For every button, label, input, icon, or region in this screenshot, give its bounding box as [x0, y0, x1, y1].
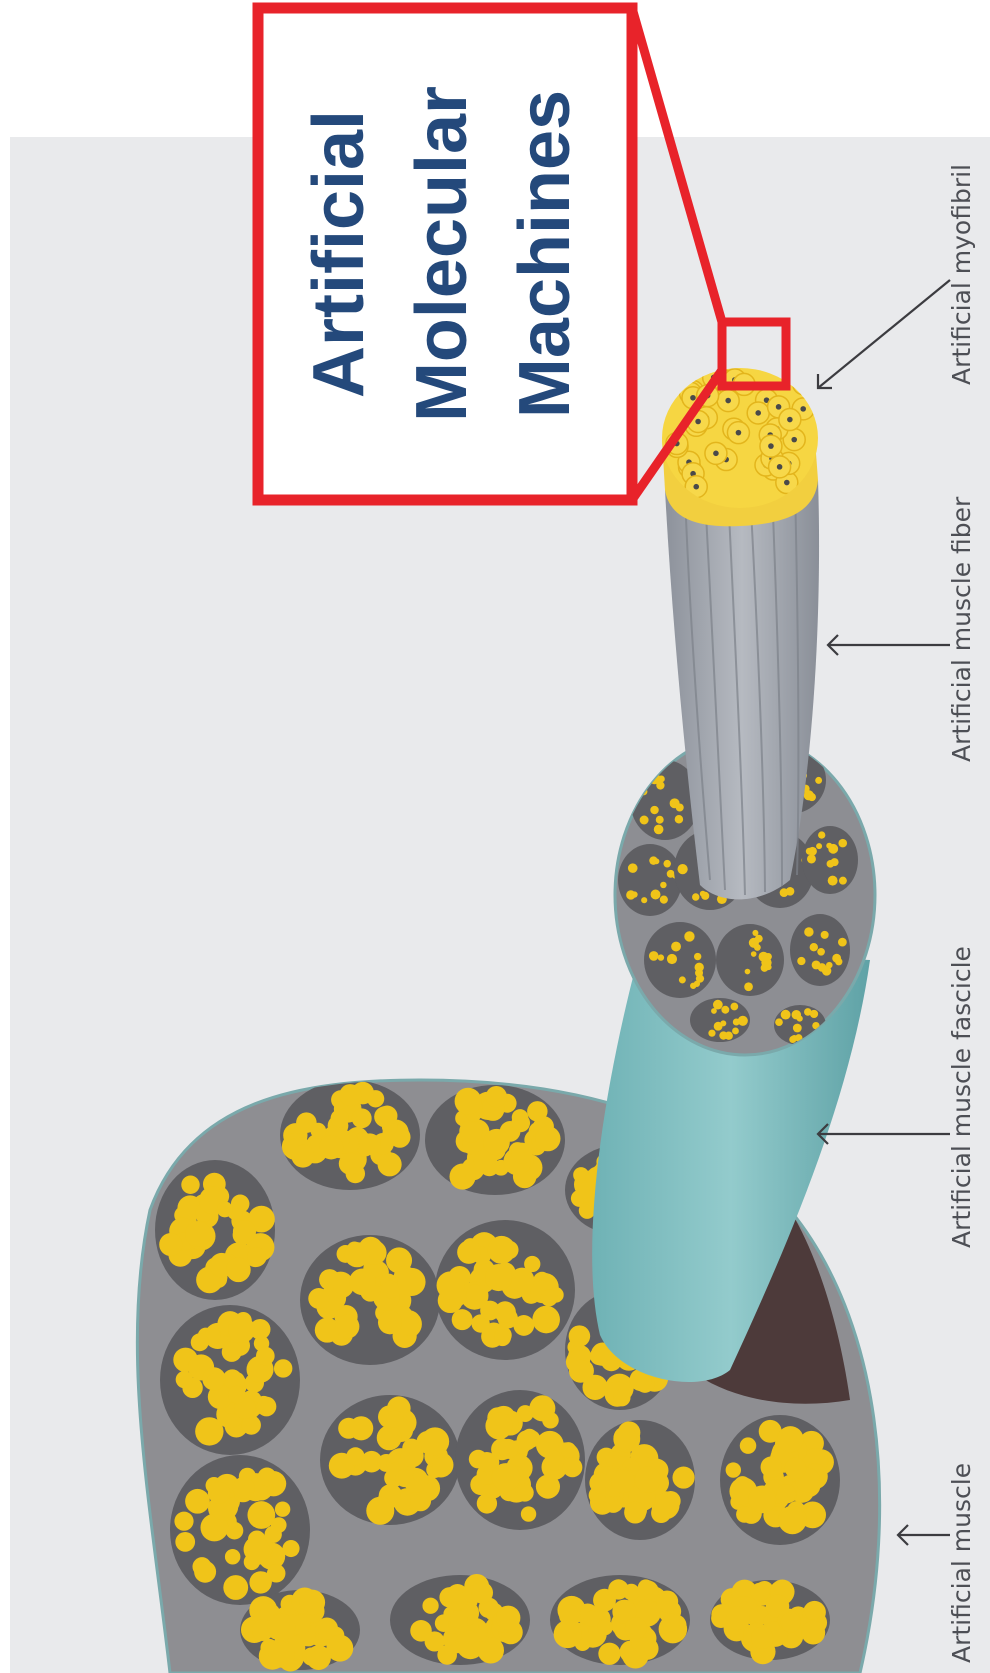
- muscle-bundle: [585, 1420, 695, 1540]
- muscle-bundle: [435, 1220, 575, 1360]
- label-artificial-muscle-fascicle: Artificial muscle fascicle: [947, 946, 976, 1248]
- label-artificial-muscle-fiber: Artificial muscle fiber: [947, 496, 976, 762]
- fascicle-bundle: [644, 922, 716, 998]
- callout-title-line-1: Artificial: [299, 110, 379, 398]
- muscle-bundle: [170, 1455, 310, 1605]
- callout-title-line-3: Machines: [505, 90, 585, 418]
- muscle-bundle: [455, 1390, 585, 1530]
- fascicle-bundle: [690, 998, 750, 1042]
- fascicle-bundle: [790, 914, 850, 986]
- muscle-bundle: [425, 1085, 565, 1195]
- fascicle-bundle: [618, 844, 682, 916]
- callout-title-line-2: Molecular: [402, 86, 482, 422]
- muscle-bundle: [155, 1160, 275, 1300]
- muscle-bundle: [720, 1415, 840, 1545]
- fascicle-bundle: [716, 924, 784, 996]
- fascicle-bundle: [802, 826, 858, 894]
- label-artificial-myofibril: Artificial myofibril: [947, 164, 976, 385]
- muscle-bundle: [280, 1080, 420, 1190]
- muscle-bundle: [160, 1305, 300, 1455]
- muscle-bundle: [300, 1235, 440, 1365]
- label-artificial-muscle: Artificial muscle: [947, 1463, 976, 1663]
- muscle-bundle: [320, 1395, 460, 1525]
